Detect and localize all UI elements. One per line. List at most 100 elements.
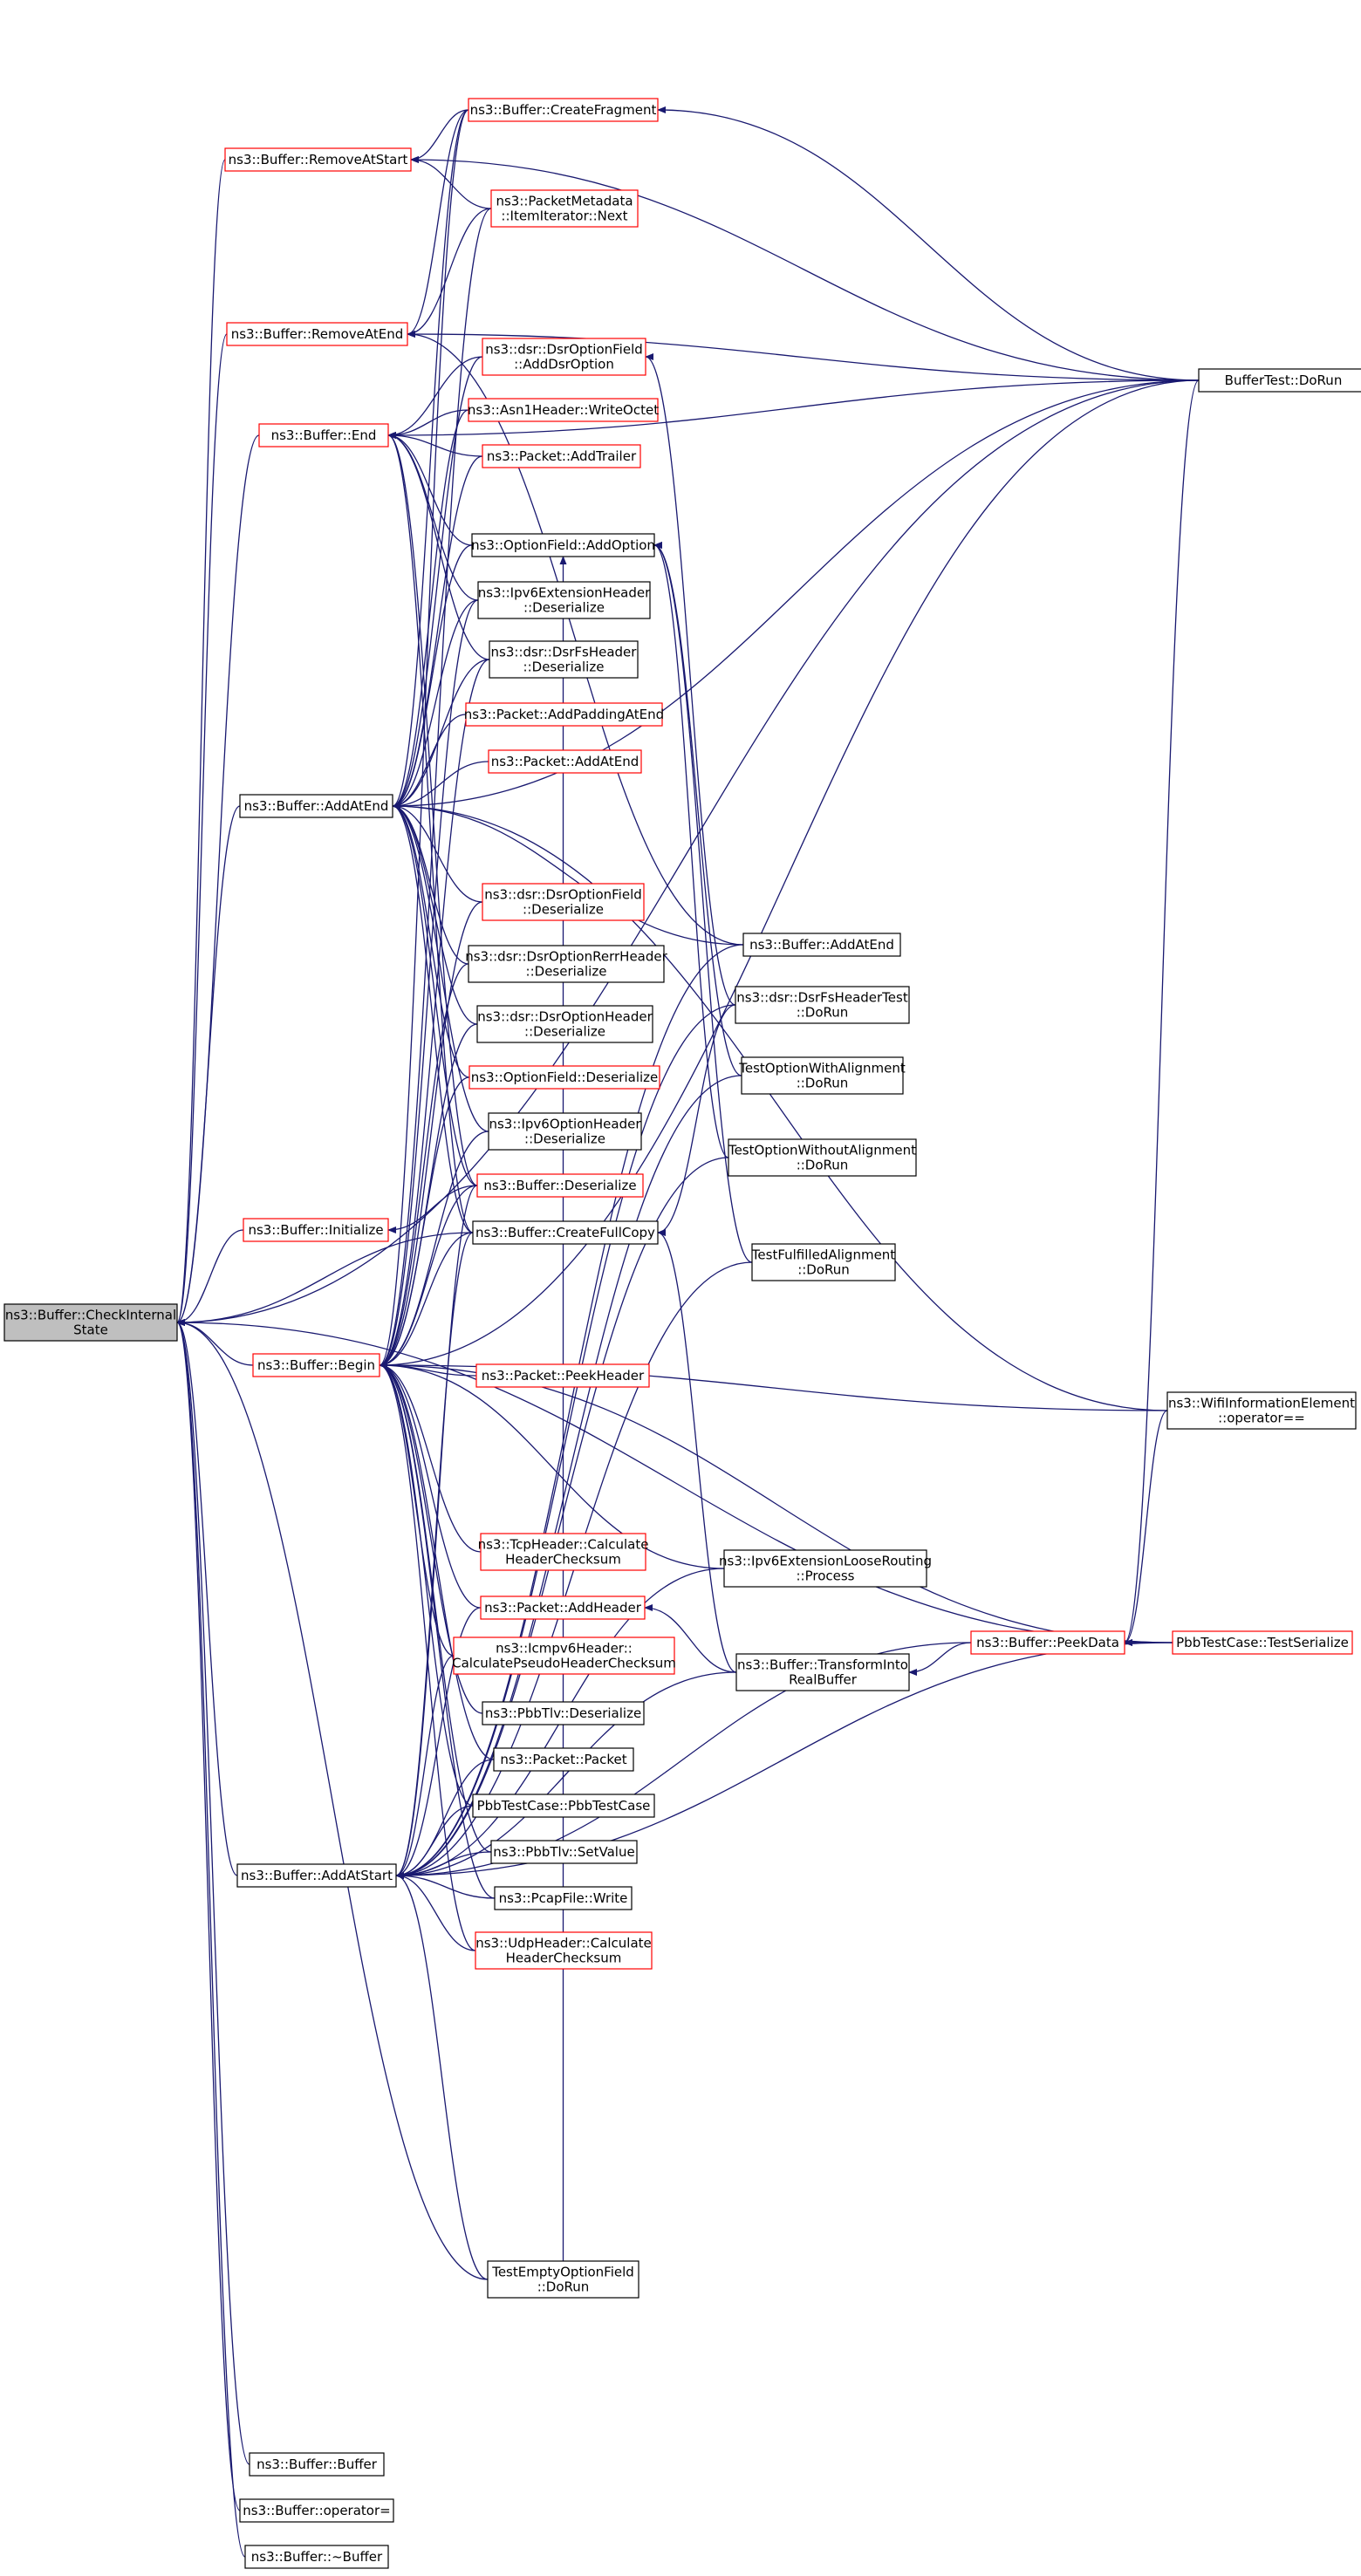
edge-bufDes-to-end [387,432,478,1186]
node-addAtStart[interactable]: ns3::Buffer::AddAtStart [236,1863,397,1888]
edge-pbbTlvDes-to-begin [379,1362,483,1714]
node-asn1[interactable]: ns3::Asn1Header::WriteOctet [468,398,659,422]
node-createFull-label-0: ns3::Buffer::CreateFullCopy [475,1225,655,1240]
edge-ipv6ExtDes-to-begin [379,599,479,1369]
node-udpCsum-label-0: ns3::UdpHeader::Calculate [475,1936,652,1951]
node-addAtEnd-box [239,794,393,818]
node-dsrOptHDes[interactable]: ns3::dsr::DsrOptionHeader::Deserialize [476,1005,653,1043]
node-pcapWrite-label-0: ns3::PcapFile::Write [499,1890,628,1906]
edge-bufferTest-to-end [387,379,1200,439]
node-wifiOp[interactable]: ns3::WifiInformationElement::operator== [1166,1391,1357,1430]
node-pmNext[interactable]: ns3::PacketMetadata::ItemIterator::Next [490,189,639,228]
edge-dsrOptHDes-to-begin [379,1023,478,1369]
edge-wifiOp-to-peekData [1124,1410,1168,1646]
edge-initialize-to-check [176,1229,244,1326]
node-check-box [3,1303,178,1342]
node-dtor-label-0: ns3::Buffer::~Buffer [251,2549,383,2565]
node-bufDes[interactable]: ns3::Buffer::Deserialize [476,1173,644,1198]
node-ipv6ExtDes[interactable]: ns3::Ipv6ExtensionHeader::Deserialize [477,581,651,619]
node-optFDes[interactable]: ns3::OptionField::Deserialize [468,1065,660,1090]
node-removeEnd[interactable]: ns3::Buffer::RemoveAtEnd [226,322,408,346]
node-transform-label-0: ns3::Buffer::TransformInto [737,1657,908,1673]
node-removeStart[interactable]: ns3::Buffer::RemoveAtStart [224,147,412,172]
node-addPadEnd[interactable]: ns3::Packet::AddPaddingAtEnd [464,702,664,727]
node-dsrAddOpt-box [482,338,646,376]
node-opAssign[interactable]: ns3::Buffer::operator= [239,2498,394,2523]
node-ipv6Loose[interactable]: ns3::Ipv6ExtensionLooseRouting::Process [719,1549,932,1588]
node-ipv6OptDes-label-0: ns3::Ipv6OptionHeader [489,1117,641,1132]
node-ipv6ExtDes-label-0: ns3::Ipv6ExtensionHeader [478,585,651,601]
node-pktAddAtEnd[interactable]: ns3::Packet::AddAtEnd [488,749,642,774]
node-bufAddAtEnd2[interactable]: ns3::Buffer::AddAtEnd [742,933,901,957]
edge-peekData-to-transform [908,1642,972,1676]
node-pbbTlvDes-label-0: ns3::PbbTlv::Deserialize [485,1705,641,1721]
edge-dsrAddOpt-to-end [387,356,483,439]
node-addTrailer[interactable]: ns3::Packet::AddTrailer [482,444,641,468]
node-tcpCsum-label-1: HeaderChecksum [505,1552,621,1568]
node-pbbTestCase[interactable]: PbbTestCase::PbbTestCase [472,1794,655,1818]
edge-end-to-check [176,434,260,1326]
node-bufferTest[interactable]: BufferTest::DoRun [1198,368,1361,393]
node-dsrFsTest-box [735,986,910,1024]
node-pbbTlvDes[interactable]: ns3::PbbTlv::Deserialize [482,1701,645,1725]
node-bufAddAtEnd2-box [742,933,901,957]
node-pktCtor[interactable]: ns3::Packet::Packet [493,1747,634,1772]
node-dsrFsDes[interactable]: ns3::dsr::DsrFsHeader::Deserialize [489,640,639,679]
node-testOptWo[interactable]: TestOptionWithoutAlignment::DoRun [728,1138,917,1177]
node-ipv6OptDes-box [488,1112,642,1151]
node-dsrRerrDes[interactable]: ns3::dsr::DsrOptionRerrHeader::Deseriali… [465,945,668,983]
node-bufAddAtEnd2-label-0: ns3::Buffer::AddAtEnd [749,937,894,953]
edge-createFrag-to-begin [379,109,469,1369]
node-ipv6ExtDes-box [477,581,651,619]
node-createFull[interactable]: ns3::Buffer::CreateFullCopy [472,1220,659,1245]
node-icmpv6[interactable]: ns3::Icmpv6Header::CalculatePseudoHeader… [452,1636,676,1675]
node-testFulfill[interactable]: TestFulfilledAlignment::DoRun [751,1243,896,1281]
node-testOptWith[interactable]: TestOptionWithAlignment::DoRun [738,1056,906,1095]
node-addAtEnd[interactable]: ns3::Buffer::AddAtEnd [239,794,393,818]
node-peekData[interactable]: ns3::Buffer::PeekData [970,1630,1125,1655]
edge-pmNext-to-removeEnd [407,208,492,338]
node-ctor[interactable]: ns3::Buffer::Buffer [249,2452,385,2477]
node-testEmpty[interactable]: TestEmptyOptionField::DoRun [487,2260,639,2299]
node-udpCsum-label-1: HeaderChecksum [506,1951,622,1966]
node-begin[interactable]: ns3::Buffer::Begin [252,1353,380,1377]
node-pktCtor-label-0: ns3::Packet::Packet [500,1752,626,1767]
node-peekData-label-0: ns3::Buffer::PeekData [976,1635,1119,1650]
node-dsrAddOpt[interactable]: ns3::dsr::DsrOptionField::AddDsrOption [482,338,646,376]
node-dtor-box [244,2545,389,2569]
node-optAddOpt[interactable]: ns3::OptionField::AddOption [471,533,655,557]
node-pmNext-box [490,189,639,228]
node-pcapWrite[interactable]: ns3::PcapFile::Write [494,1886,633,1910]
node-dsrOptFDes[interactable]: ns3::dsr::DsrOptionField::Deserialize [482,883,645,921]
node-addHeader[interactable]: ns3::Packet::AddHeader [480,1595,646,1620]
node-peekHeader[interactable]: ns3::Packet::PeekHeader [475,1363,650,1388]
node-icmpv6-label-0: ns3::Icmpv6Header:: [496,1641,633,1657]
node-testOptWo-box [728,1138,917,1177]
edge-createFull-to-begin [379,1232,474,1369]
node-createFrag[interactable]: ns3::Buffer::CreateFragment [468,98,659,122]
edge-transform-to-addHeader [644,1604,737,1673]
node-pbbSerialize[interactable]: PbbTestCase::TestSerialize [1172,1630,1353,1655]
node-initialize[interactable]: ns3::Buffer::Initialize [243,1218,389,1242]
edge-dtor-to-check [176,1319,246,2558]
edge-createFull-to-addAtEnd [392,803,474,1233]
edge-bufDes-to-addAtEnd [392,803,478,1186]
node-dsrFsTest[interactable]: ns3::dsr::DsrFsHeaderTest::DoRun [735,986,910,1024]
edge-createFrag-to-addAtEnd [392,109,469,810]
node-ipv6OptDes[interactable]: ns3::Ipv6OptionHeader::Deserialize [488,1112,642,1151]
node-pbbSetValue[interactable]: ns3::PbbTlv::SetValue [490,1840,638,1864]
node-end[interactable]: ns3::Buffer::End [258,423,389,448]
edge-pbbSetValue-to-begin [379,1362,492,1853]
edge-pcapWrite-to-begin [379,1362,496,1899]
nodes-layer: ns3::Buffer::CheckInternalStatens3::Buff… [3,98,1361,2569]
edge-pktCtor-to-addAtStart [395,1759,495,1879]
node-optFDes-box [468,1065,660,1090]
node-testEmpty-label-0: TestEmptyOptionField [491,2265,634,2280]
node-wifiOp-box [1166,1391,1357,1430]
node-pbbSetValue-label-0: ns3::PbbTlv::SetValue [493,1844,634,1860]
node-dtor[interactable]: ns3::Buffer::~Buffer [244,2545,389,2569]
